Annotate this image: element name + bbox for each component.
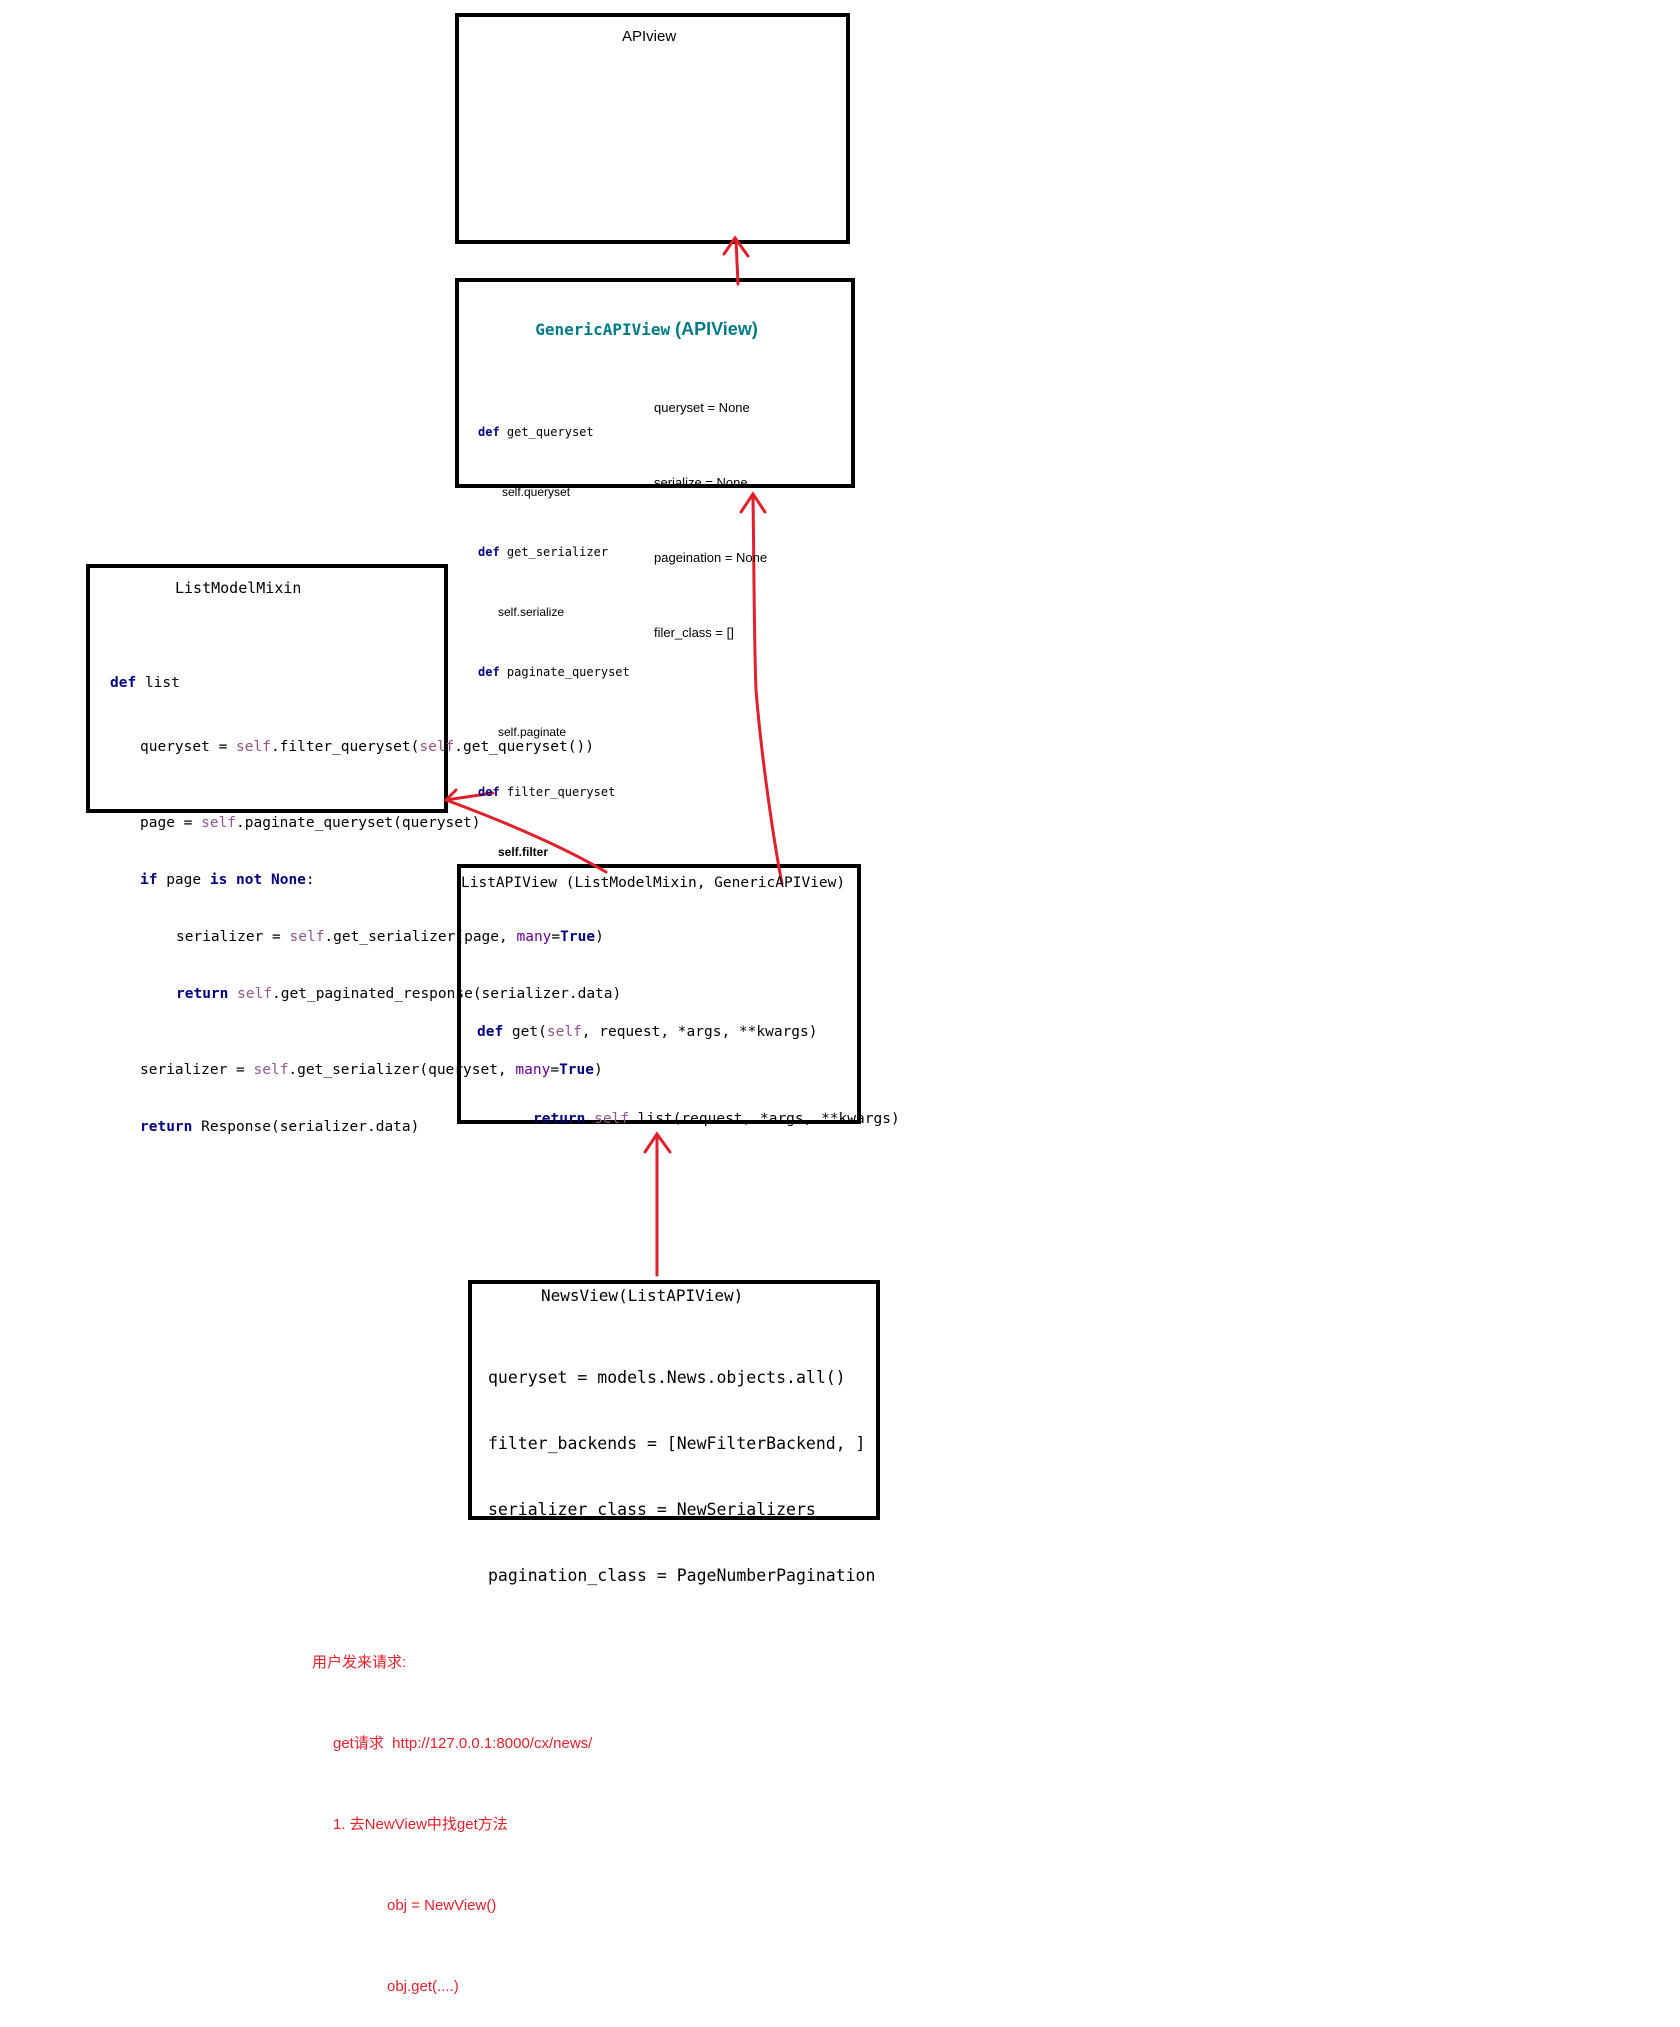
listapi-code: def get(self, request, *args, **kwargs) … [477,960,900,1163]
method-get-serializer: def get_serializer [478,545,609,559]
list-apiview-box [457,864,861,1124]
generic-title-name: GenericAPIView [535,320,671,339]
method-paginate-queryset: def paginate_queryset [478,665,630,679]
code-serializer-page-line: serializer = self.get_serializer(page, m… [176,929,604,945]
listmixin-title: ListModelMixin [175,579,302,597]
method-get-queryset: def get_queryset [478,425,594,439]
attr-filer-class: filer_class = [] [654,625,734,640]
attr-queryset: queryset = None [654,400,750,415]
generic-title-base: (APIView) [670,319,758,339]
method-get-queryset-body: self.queryset [502,485,571,499]
news-view-box [468,1280,880,1520]
newsview-title: NewsView(ListAPIView) [541,1286,744,1305]
newsview-code: queryset = models.News.objects.all() fil… [488,1323,875,1609]
code-return-response-line: return Response(serializer.data) [140,1119,420,1135]
method-paginate-queryset-body: self.paginate [498,725,567,739]
listmixin-code: def list queryset = self.filter_queryset… [110,636,621,1156]
notes: 用户发来请求: get请求 http://127.0.0.1:8000/cx/n… [312,1595,592,2027]
generic-apiview-box [455,278,855,488]
list-model-mixin-box [86,564,448,813]
code-serializer-class-attr: serializer_class = NewSerializers [488,1500,816,1519]
attr-pageination: pageination = None [654,550,768,565]
code-def-list: def list [110,675,180,691]
code-def-get: def get(self, request, *args, **kwargs) [477,1024,818,1040]
note-line-obj-get: obj.get(....) [387,1978,459,1995]
method-filter-queryset-body: self.filter [498,845,549,859]
code-serializer-queryset-line: serializer = self.get_serializer(queryse… [140,1062,603,1078]
apiview-box [455,13,850,244]
code-queryset-line: queryset = self.filter_queryset(self.get… [140,739,594,755]
code-filter-backends-attr: filter_backends = [NewFilterBackend, ] [488,1434,866,1453]
code-pagination-class-attr: pagination_class = PageNumberPagination [488,1566,876,1585]
generic-title: GenericAPIView (APIView) [516,300,758,340]
apiview-title: APIview [622,28,677,45]
listapi-title: ListAPIView (ListModelMixin, GenericAPIV… [461,875,846,891]
generic-methods: def get_queryset self.queryset def get_s… [478,382,630,882]
code-return-paginated-line: return self.get_paginated_response(seria… [176,986,622,1002]
code-return-list: return self.list(request, *args, **kwarg… [533,1111,900,1127]
note-line-get-url: get请求 http://127.0.0.1:8000/cx/news/ [333,1735,593,1752]
attr-serialize: serialize = None [654,475,748,490]
note-line-obj: obj = NewView() [387,1897,497,1914]
method-filter-queryset: def filter_queryset [478,785,616,799]
code-queryset-attr: queryset = models.News.objects.all() [488,1368,846,1387]
note-line-request: 用户发来请求: [312,1654,407,1671]
note-line-step-1: 1. 去NewView中找get方法 [333,1816,508,1833]
method-get-serializer-body: self.serialize [498,605,565,619]
code-page-line: page = self.paginate_queryset(queryset) [140,815,481,831]
code-if-line: if page is not None: [140,872,315,888]
generic-attrs: queryset = None serialize = None pageina… [654,345,767,670]
